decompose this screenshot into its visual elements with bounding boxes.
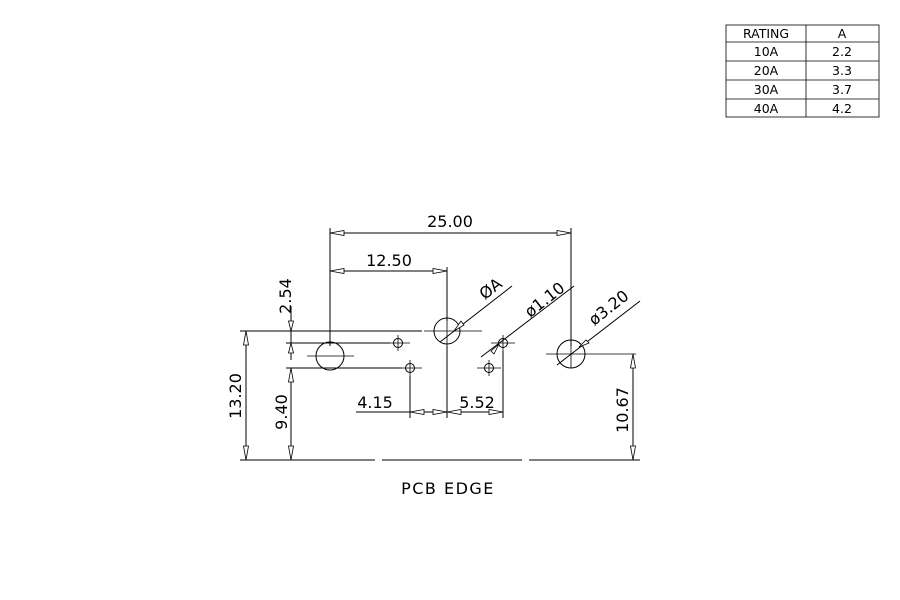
center-hole-a: ØA	[424, 274, 513, 346]
dimension-pin-spacing: 4.15 5.52	[356, 346, 504, 418]
pcb-edge-label: PCB EDGE	[401, 479, 495, 498]
table-cell: 3.3	[832, 63, 852, 78]
dim-label-lower-height: 9.40	[272, 394, 291, 430]
dimension-9-40: 9.40	[272, 367, 294, 461]
rating-table-border	[725, 24, 880, 118]
dimension-25-00: 25.00	[329, 212, 572, 346]
dim-label-total-height: 13.20	[226, 373, 245, 419]
table-cell: 4.2	[832, 101, 852, 116]
dimension-2-54: 2.54	[276, 278, 295, 360]
table-cell: 20A	[754, 63, 779, 78]
dim-label-dia-small: ø1.10	[521, 278, 568, 321]
table-header-rating: RATING	[743, 26, 789, 41]
table-cell: 3.7	[832, 82, 852, 97]
table-cell: 2.2	[832, 44, 852, 59]
dimension-10-67: 10.67	[613, 353, 636, 461]
dim-label-overall-width: 25.00	[427, 212, 473, 231]
left-small-holes	[386, 335, 422, 376]
dim-label-top-offset: 2.54	[276, 278, 295, 314]
dim-label-pin-spacing-left: 4.15	[357, 393, 393, 412]
dim-label-dia-large: ø3.20	[585, 286, 632, 329]
dim-label-dia-a: ØA	[475, 274, 505, 303]
table-cell: 30A	[754, 82, 779, 97]
dim-label-right-height: 10.67	[613, 387, 632, 433]
table-cell: 10A	[754, 44, 779, 59]
dimension-13-20: 13.20	[226, 330, 249, 461]
dim-label-half-width: 12.50	[366, 251, 412, 270]
dimension-12-50: 12.50	[329, 251, 448, 321]
left-large-hole	[307, 341, 354, 371]
table-header-a: A	[838, 26, 847, 41]
table-cell: 40A	[754, 101, 779, 116]
rating-table: RATING A 10A 2.2 20A 3.3 30A 3.7 40A 4.2	[725, 24, 880, 118]
dim-label-pin-spacing-right: 5.52	[459, 393, 495, 412]
